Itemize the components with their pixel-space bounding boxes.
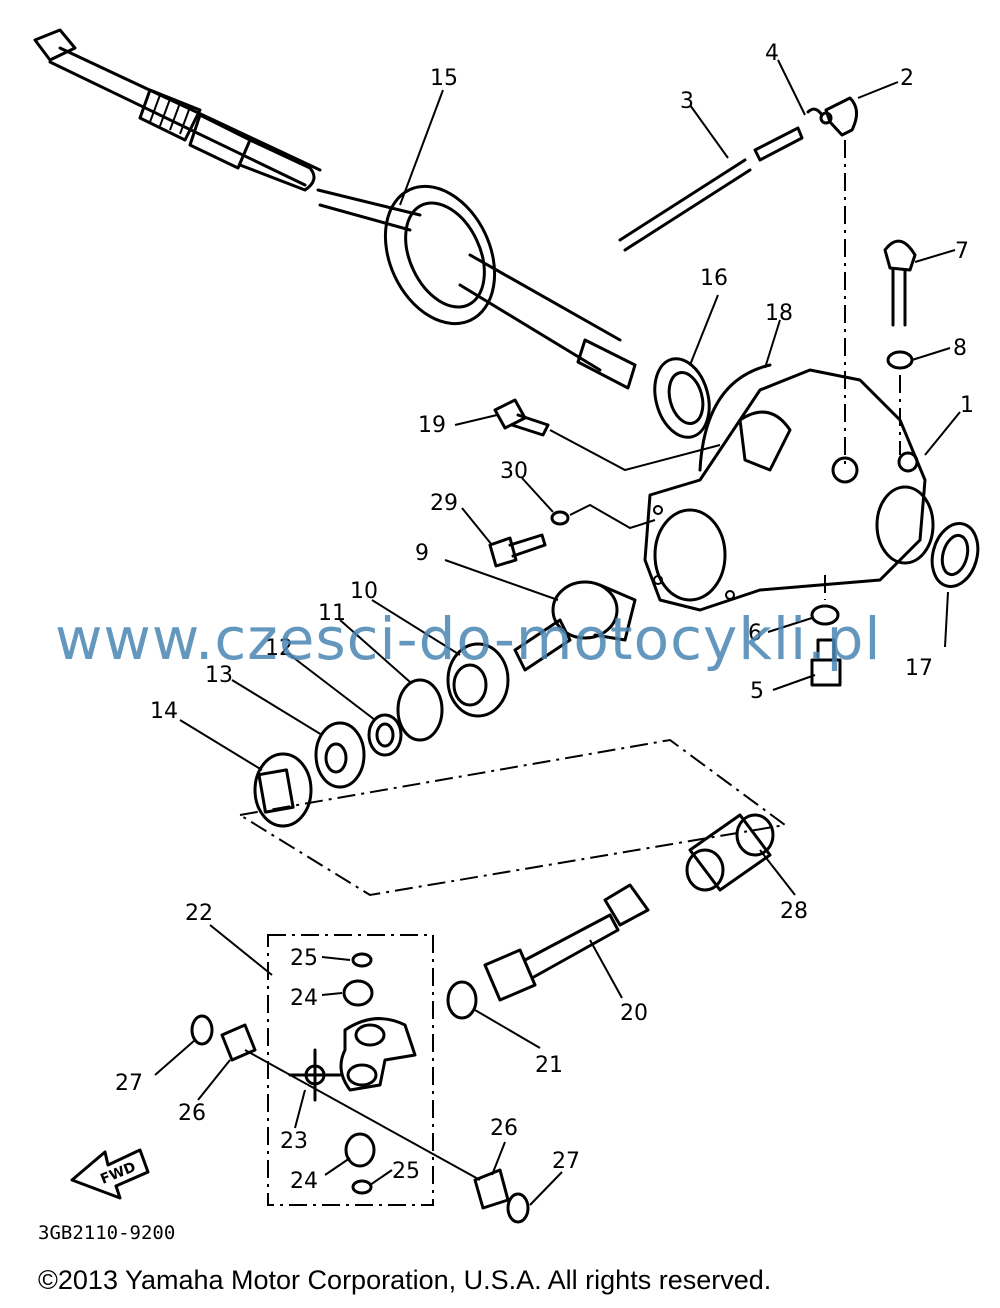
diagram-code: 3GB2110-9200 [38,1222,176,1244]
washer-27-right [506,1192,530,1224]
o-ring-18 [698,363,772,472]
watermark-url: www.czesci-do-motocykli.pl [55,605,882,673]
o-ring-11 [396,678,444,742]
bushing-26-right [473,1168,510,1210]
spider-23 [288,1048,342,1102]
assembly-line-upper [237,738,788,897]
part-label: 15 [430,66,458,91]
universal-joint-group-box [267,934,434,1206]
part-label: 5 [750,679,764,704]
drive-shaft-20 [483,883,650,1002]
part-label: 14 [150,699,178,724]
part-label: 4 [765,41,779,66]
gasket-6 [810,604,840,626]
part-label: 26 [178,1101,206,1126]
part-label: 21 [535,1053,563,1078]
oil-seal-17 [930,522,980,588]
part-label: 24 [290,1169,318,1194]
part-label: 28 [780,899,808,924]
breather-hose [618,96,858,252]
part-label: 8 [953,336,967,361]
universal-joint-yoke [339,1017,417,1092]
copyright-notice: ©2013 Yamaha Motor Corporation, U.S.A. A… [38,1265,772,1295]
assembly-line-bolt29 [569,503,656,530]
bearing-cup-24-bottom [344,1132,376,1168]
part-label: 26 [490,1116,518,1141]
part-label: 12 [265,636,293,661]
part-label: 27 [115,1071,143,1096]
part-label: 13 [205,663,233,688]
part-label: 11 [318,601,346,626]
circlip-25-bottom [351,1179,373,1195]
filler-plug [883,239,917,370]
circlip-21 [446,980,478,1020]
oil-seal-12 [367,713,403,757]
part-label: 2 [900,66,914,91]
bolt-19 [493,398,550,437]
final-gear-case [643,368,935,612]
part-label: 6 [748,621,762,646]
part-label: 25 [290,946,318,971]
washer-30 [550,510,570,526]
bushing-26-left [220,1023,257,1062]
circlip-25-top [351,952,373,968]
part-label: 7 [955,239,969,264]
part-label: 27 [552,1149,580,1174]
part-label: 20 [620,1001,648,1026]
bolt-29 [488,533,547,568]
part-label: 22 [185,901,213,926]
part-label: 29 [430,491,458,516]
assembly-line-bolt19 [549,429,721,472]
part-labels: 15 3 4 2 7 8 16 18 1 19 30 29 9 10 11 12… [115,41,974,1194]
washer-27-left [190,1014,214,1046]
part-label: 1 [960,393,974,418]
part-label: 25 [392,1159,420,1184]
bearing-10 [446,642,510,718]
coupling-28 [685,813,775,892]
callout-lines [154,59,961,1206]
rear-axle-shaft [33,28,637,390]
part-label: 23 [280,1129,308,1154]
fwd-arrow: FWD [70,1148,150,1200]
bearing-13 [314,721,366,789]
part-label: 3 [680,89,694,114]
part-label: 30 [500,459,528,484]
oil-seal-16 [653,357,711,439]
part-label: 16 [700,266,728,291]
part-label: 17 [905,656,933,681]
part-label: 19 [418,413,446,438]
bearing-cup-24-top [342,979,374,1007]
part-label: 10 [350,579,378,604]
part-label: 9 [415,541,429,566]
drive-pinion-gear [513,580,637,672]
part-label: 24 [290,986,318,1011]
part-label: 18 [765,301,793,326]
bearing-retainer-14 [253,752,313,828]
assembly-line-ujoint [244,1049,481,1181]
